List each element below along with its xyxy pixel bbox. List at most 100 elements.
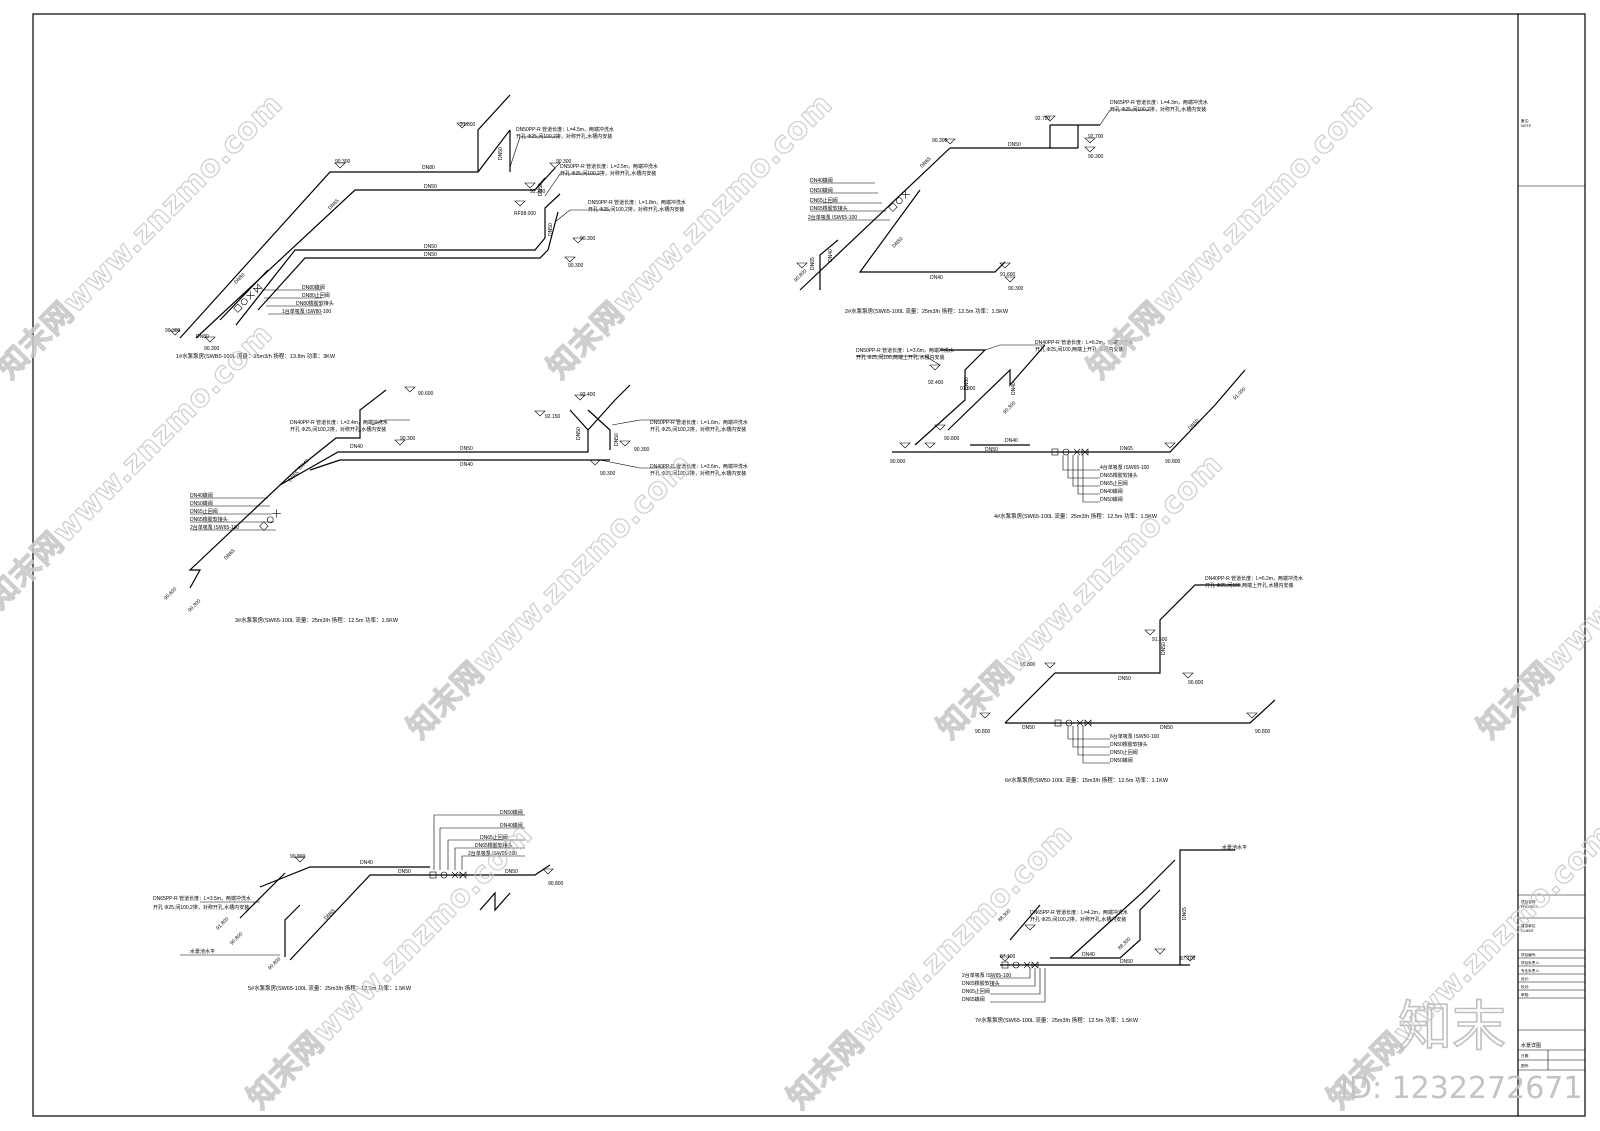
elev-5-d: 90.800 xyxy=(267,956,282,971)
drawing-title: 水景详图 xyxy=(1521,1042,1541,1049)
legend-2-d: DN65橡胶软接头 xyxy=(810,205,848,212)
pipe-3-b: DN50 xyxy=(460,446,473,452)
elev-1-d: 92.330 xyxy=(530,189,546,195)
pipe-1-b: DN50 xyxy=(424,184,437,190)
note-4-a: DN50PP-R 管道长度：L=3.6m，两端冲洗水 xyxy=(856,347,954,354)
pipe-6-b: DN50 xyxy=(1022,725,1035,731)
pipe-1-j: DN50 xyxy=(538,183,544,196)
caption-2: 2#水泵泵房(SW65-100L 流量：25m3/h 扬程：12.5m 功率：1… xyxy=(845,307,1009,315)
pipe-4-c: DN40 xyxy=(1011,382,1017,395)
legend-7-c: DN65止回阀 xyxy=(962,988,990,995)
watermark-7: 知末网www.znzmo.com xyxy=(1471,447,1600,746)
caption-7: 7#水泵泵房(SW65-100L 流量：25m3/h 扬程：12.5m 功率：1… xyxy=(975,1016,1139,1024)
elev-5-e: 90.800 xyxy=(548,881,564,887)
legend-6-a: 6台单吸泵 ISW50-100 xyxy=(1110,733,1159,740)
elev-7-b: 87.100 xyxy=(1000,954,1016,960)
elev-6-a: 91.500 xyxy=(1152,637,1168,643)
legend-1-a: DN80蝶阀 xyxy=(302,284,325,291)
note-4-c: DN40PP-R 管道长度：L=6.2m，两端冲洗水 xyxy=(1035,339,1133,346)
system-3-diagram xyxy=(188,384,680,589)
legend-7-d: DN65蝶阀 xyxy=(962,996,985,1003)
note-3-b: 开孔 Φ25,间100,2排，对称开孔,水槽内安装 xyxy=(290,426,386,433)
legend-4-c: DN65止回阀 xyxy=(1100,480,1128,487)
note-1-f: 开孔 Φ25,间100,2排，对称开孔,水槽内安装 xyxy=(588,206,684,213)
elev-3-c: 92.400 xyxy=(580,392,596,398)
elev-1-f: 90.300 xyxy=(580,236,596,242)
pipe-2-f: DN65 xyxy=(810,257,816,270)
tb-row-3: 专业负责人: xyxy=(1521,968,1540,973)
project-label: 项目名称: xyxy=(1521,899,1536,904)
tb-row-2: 项目负责人: xyxy=(1521,960,1540,965)
tb-bottom-1: 日期: xyxy=(1521,1053,1529,1058)
elev-1-g: 90.300 xyxy=(568,263,584,269)
note-7-b: 开孔 Φ25,间100,2排，对称开孔,水槽内安装 xyxy=(1030,916,1126,923)
elev-4-a: 92.400 xyxy=(928,380,944,386)
elev-3-f: 90.300 xyxy=(600,471,616,477)
elev-2-d: 90.300 xyxy=(1088,154,1104,160)
note-3-c: DN50PP-R 管道长度：L=1.6m，两端冲洗水 xyxy=(650,419,748,426)
elev-4-c: 90.800 xyxy=(944,436,960,442)
legend-7-b: DN65橡胶软接头 xyxy=(962,980,1000,987)
legend-5-c: DN65止回阀 xyxy=(480,834,508,841)
tb-row-4: 设计: xyxy=(1521,976,1529,981)
pipe-3-d: DN50 xyxy=(614,433,620,446)
legend-2-a: DN40蝶阀 xyxy=(810,177,833,184)
pipe-5-b: DN50 xyxy=(398,869,411,875)
elev-2-g: 90.800 xyxy=(793,268,808,283)
watermark-9: 知末网www.znzmo.com xyxy=(781,817,1080,1116)
pipe-3-c: DN40 xyxy=(460,462,473,468)
elev-2-f: 90.300 xyxy=(1008,286,1024,292)
elev-1-h: 90.300 xyxy=(165,328,181,334)
pipe-3-g: DN65 xyxy=(287,470,300,483)
legend-1-c: DN80橡胶软接头 xyxy=(296,300,334,307)
note-5-c: 水景池水平 xyxy=(190,948,215,955)
elev-4-f: 90.300 xyxy=(1002,400,1017,415)
elev-2-c: 90.300 xyxy=(932,138,948,144)
note-3-a: DN40PP-R 管道长度：L=2.4m，两端冲洗水 xyxy=(290,419,388,426)
pipe-7-a: DN40 xyxy=(1082,952,1095,958)
elev-4-e: 90.800 xyxy=(1165,459,1181,465)
legend-3-c: DN65止回阀 xyxy=(190,508,218,515)
note-3-e: DN40PP-R 管道长度：L=2.6m，两端冲洗水 xyxy=(650,463,748,470)
pipe-5-d: DN50 xyxy=(505,869,518,875)
caption-6: 6#水泵泵房(SW50-100L 流量：15m3/h 扬程：12.5m 功率：1… xyxy=(1005,776,1169,784)
note-1-d: 开孔 Φ25,间100,2排，对称开孔,水槽内安装 xyxy=(560,170,656,177)
legend-3-e: 2台单吸泵 ISW65-100 xyxy=(190,524,239,531)
watermark-layer: 知末网www.znzmo.com 知末网www.znzmo.com 知末网www… xyxy=(0,86,1600,1116)
legend-2-e: 2台单吸泵 ISW65-100 xyxy=(808,214,857,221)
legend-5-e: 2台单吸泵 ISW65-100 xyxy=(468,850,517,857)
legend-4-d: DN40蝶阀 xyxy=(1100,488,1123,495)
elev-3-h: 90.300 xyxy=(187,598,202,613)
legend-1-d: 1台单吸泵 ISW80-100 xyxy=(282,308,331,315)
note-4-d: 开孔 Φ25,间100,两端上开孔,水槽内安装 xyxy=(1035,346,1123,353)
pipe-5-a: DN40 xyxy=(360,860,373,866)
pipe-1-d: DN80 xyxy=(233,272,246,285)
system-3-labels: 90.600 90.300 92.400 92.150 90.300 90.30… xyxy=(163,391,748,624)
pipe-1-f: DN50 xyxy=(498,147,504,160)
elev-1-a: 91.800 xyxy=(460,122,476,128)
client-label: 建设单位: xyxy=(1521,923,1536,928)
pipe-7-b: DN50 xyxy=(1120,959,1133,965)
note-3-f: 开孔 Φ25,间100,2排，对称开孔,水槽内安装 xyxy=(650,470,746,477)
note-1-a: DN50PP-R 管道长度：L=4.5m，两端冲洗水 xyxy=(516,126,614,133)
note-7-a: DN65PP-R 管道长度：L=4.2m，两端冲洗水 xyxy=(1030,909,1128,916)
pipe-3-a: DN40 xyxy=(350,444,363,450)
legend-1-b: DN80止回阀 xyxy=(302,292,330,299)
elev-2-b: 92.700 xyxy=(1088,134,1104,140)
legend-3-b: DN50蝶阀 xyxy=(190,500,213,507)
legend-3-a: DN40蝶阀 xyxy=(190,492,213,499)
note-6-a: DN40PP-R 管道长度：L=6.2m，两端冲洗水 xyxy=(1205,575,1303,582)
system-2-diagram xyxy=(796,109,1150,291)
elev-5-c: 90.800 xyxy=(229,931,244,946)
pipe-3-f: DN65 xyxy=(223,548,236,561)
legend-6-c: DN50止回阀 xyxy=(1110,749,1138,756)
elev-3-d: 92.150 xyxy=(545,414,561,420)
legend-4-b: DN65橡胶软接头 xyxy=(1100,472,1138,479)
elev-2-a: 92.700 xyxy=(1035,116,1051,122)
legend-7-a: 2台单吸泵 ISW65-100 xyxy=(962,972,1011,979)
legend-6-b: DN50橡胶软接头 xyxy=(1110,741,1148,748)
tb-row-6: 审核: xyxy=(1521,992,1529,997)
tb-row-5: 校对: xyxy=(1521,984,1529,989)
pipe-6-d: DN50 xyxy=(1160,725,1173,731)
